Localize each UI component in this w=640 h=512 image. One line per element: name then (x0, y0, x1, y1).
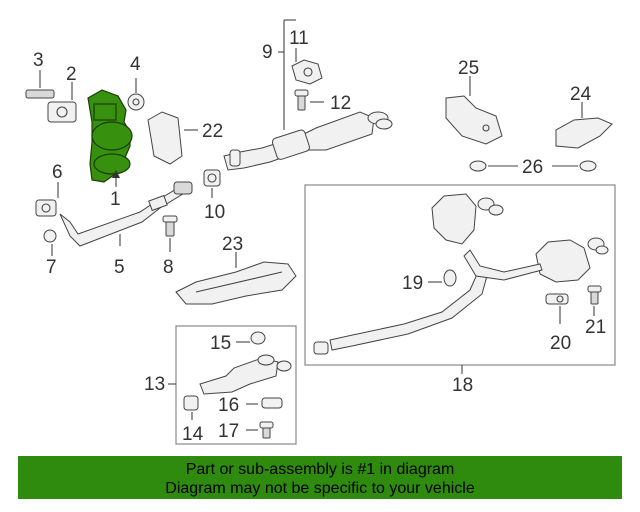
group-13-box (175, 325, 297, 445)
callout-18: 18 (452, 375, 473, 396)
callout-7: 7 (46, 257, 57, 278)
callout-22: 22 (202, 121, 223, 142)
callout-1: 1 (110, 189, 121, 210)
part-2-gasket[interactable] (47, 101, 77, 123)
part-12-bolt[interactable] (294, 89, 309, 111)
part-16-clamp[interactable] (261, 397, 283, 409)
callout-16: 16 (218, 395, 239, 416)
arrow-1 (112, 170, 120, 178)
callout-8: 8 (163, 257, 174, 278)
callout-23: 23 (222, 234, 243, 255)
callout-20: 20 (550, 333, 571, 354)
part-3-stud[interactable] (25, 89, 55, 99)
part-13-pipe-assembly[interactable] (199, 354, 292, 395)
callout-3: 3 (33, 50, 44, 71)
callout-19: 19 (402, 273, 423, 294)
part-22-heat-shield[interactable] (147, 111, 183, 165)
part-26-insulator-right[interactable] (579, 160, 597, 172)
callout-26: 26 (522, 157, 543, 178)
part-5-front-pipe[interactable] (59, 181, 193, 247)
part-11-hanger[interactable] (291, 59, 323, 85)
callout-4: 4 (130, 54, 141, 75)
part-4-nut[interactable] (127, 93, 145, 111)
callout-25: 25 (458, 58, 479, 79)
callout-5: 5 (114, 257, 125, 278)
part-26-insulator-left[interactable] (469, 160, 487, 172)
banner-line-2: Diagram may not be specific to your vehi… (165, 480, 475, 497)
callout-9: 9 (262, 42, 273, 63)
part-7-nut[interactable] (43, 229, 57, 243)
part-9-intermediate-pipe[interactable] (223, 111, 393, 171)
callout-15: 15 (210, 333, 231, 354)
part-19-insulator[interactable] (443, 269, 457, 287)
part-1-catalytic-converter[interactable] (87, 89, 133, 183)
banner-line-1: Part or sub-assembly is #1 in diagram (185, 461, 455, 478)
callout-13: 13 (144, 374, 165, 395)
callout-11: 11 (289, 28, 309, 49)
part-10-gasket[interactable] (203, 169, 221, 187)
callout-12: 12 (330, 93, 351, 114)
part-25-bracket[interactable] (445, 95, 503, 145)
part-24-bracket[interactable] (555, 117, 613, 149)
part-20-clamp[interactable] (545, 293, 569, 305)
part-21-bolt[interactable] (587, 285, 602, 305)
callout-17: 17 (218, 421, 239, 442)
part-18-rear-muffler-assembly[interactable] (313, 193, 609, 355)
exhaust-parts-diagram: 1 2 3 4 22 6 7 5 (25, 19, 616, 445)
part-17-bolt[interactable] (259, 421, 274, 439)
info-banner: Part or sub-assembly is #1 in diagram Di… (18, 456, 622, 499)
callout-10: 10 (204, 202, 225, 223)
group-18-box (304, 184, 616, 366)
part-14-gasket[interactable] (183, 395, 199, 411)
callout-6: 6 (52, 162, 63, 183)
part-6-gasket[interactable] (35, 199, 57, 217)
callout-2: 2 (66, 64, 77, 85)
part-23-heat-shield[interactable] (175, 261, 297, 305)
part-8-bolt[interactable] (162, 215, 178, 237)
callout-24: 24 (570, 84, 592, 105)
callout-14: 14 (182, 424, 204, 445)
callout-21: 21 (585, 317, 606, 338)
part-15-insulator[interactable] (250, 331, 266, 345)
